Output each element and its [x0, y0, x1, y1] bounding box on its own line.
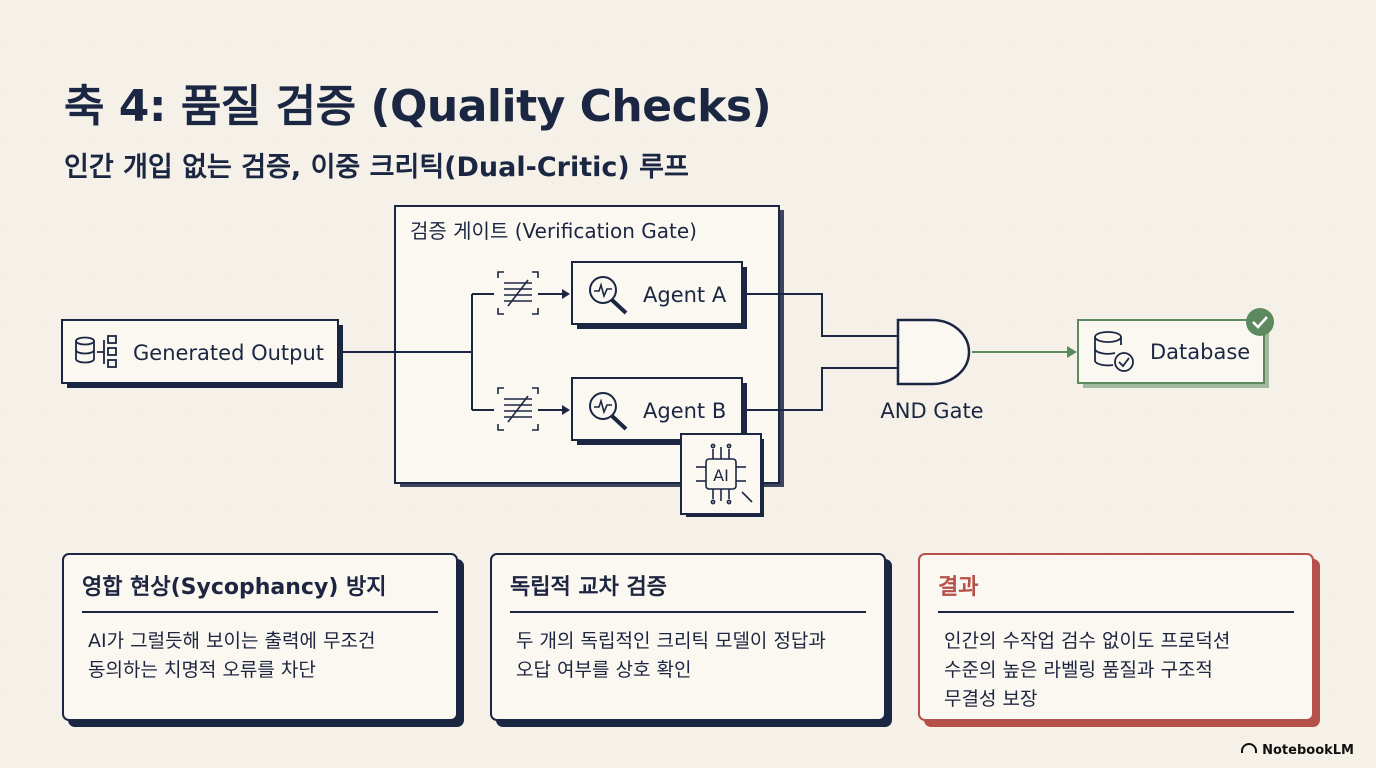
- checkmark-badge-icon: [1246, 308, 1274, 336]
- card-body-line: 무결성 보장: [944, 688, 1038, 710]
- page-subtitle: 인간 개입 없는 검증, 이중 크리틱(Dual-Critic) 루프: [64, 152, 689, 183]
- card-heading: 독립적 교차 검증: [510, 569, 866, 613]
- card-body-line: 오답 여부를 상호 확인: [516, 659, 692, 681]
- database-label: Database: [1150, 340, 1250, 364]
- ai-chip-icon: [696, 443, 753, 505]
- generated-output-label: Generated Output: [133, 341, 324, 365]
- card-body-line: 동의하는 치명적 오류를 차단: [88, 659, 316, 681]
- card-body: 인간의 수작업 검수 없이도 프로덕션 수준의 높은 라벨링 품질과 구조적 무…: [944, 627, 1294, 714]
- card-body-line: AI가 그럴듯해 보이는 출력에 무조건: [88, 630, 376, 652]
- document-scan-icon: [497, 271, 539, 315]
- sycophancy-card: 영합 현상(Sycophancy) 방지 AI가 그럴듯해 보이는 출력에 무조…: [62, 553, 458, 721]
- magnifier-waveform-icon: [589, 392, 628, 431]
- brand-label: NotebookLM: [1262, 743, 1354, 758]
- agent-b-label: Agent B: [643, 399, 726, 423]
- agent-a-label: Agent A: [643, 283, 727, 307]
- verification-gate-label: 검증 게이트 (Verification Gate): [410, 219, 697, 243]
- card-heading: 영합 현상(Sycophancy) 방지: [82, 569, 438, 613]
- card-heading: 결과: [938, 569, 1294, 613]
- result-card: 결과 인간의 수작업 검수 없이도 프로덕션 수준의 높은 라벨링 품질과 구조…: [918, 553, 1314, 721]
- magnifier-waveform-icon: [589, 276, 628, 315]
- database-hierarchy-icon: [75, 335, 117, 368]
- notebooklm-brand: NotebookLM: [1241, 743, 1354, 758]
- agent-a-box: [571, 261, 743, 325]
- ai-chip-label: AI: [713, 466, 729, 485]
- and-gate-label: AND Gate: [880, 399, 983, 423]
- document-scan-icon: [497, 387, 539, 431]
- and-gate-symbol: [896, 318, 971, 386]
- card-body-line: 수준의 높은 라벨링 품질과 구조적: [944, 659, 1213, 681]
- database-check-icon: [1094, 331, 1134, 372]
- verification-diagram: 검증 게이트 (Verification Gate) Generated Out…: [61, 205, 1274, 517]
- card-body-line: 두 개의 독립적인 크리틱 모델이 정답과: [516, 630, 826, 652]
- cross-verification-card: 독립적 교차 검증 두 개의 독립적인 크리틱 모델이 정답과 오답 여부를 상…: [490, 553, 886, 721]
- agent-b-box: [571, 377, 743, 441]
- notebooklm-logo-icon: [1241, 743, 1258, 753]
- database-box: [1077, 319, 1265, 384]
- page-title: 축 4: 품질 검증 (Quality Checks): [64, 81, 772, 132]
- card-body: 두 개의 독립적인 크리틱 모델이 정답과 오답 여부를 상호 확인: [516, 627, 866, 685]
- card-body-line: 인간의 수작업 검수 없이도 프로덕션: [944, 630, 1231, 652]
- card-body: AI가 그럴듯해 보이는 출력에 무조건 동의하는 치명적 오류를 차단: [88, 627, 438, 685]
